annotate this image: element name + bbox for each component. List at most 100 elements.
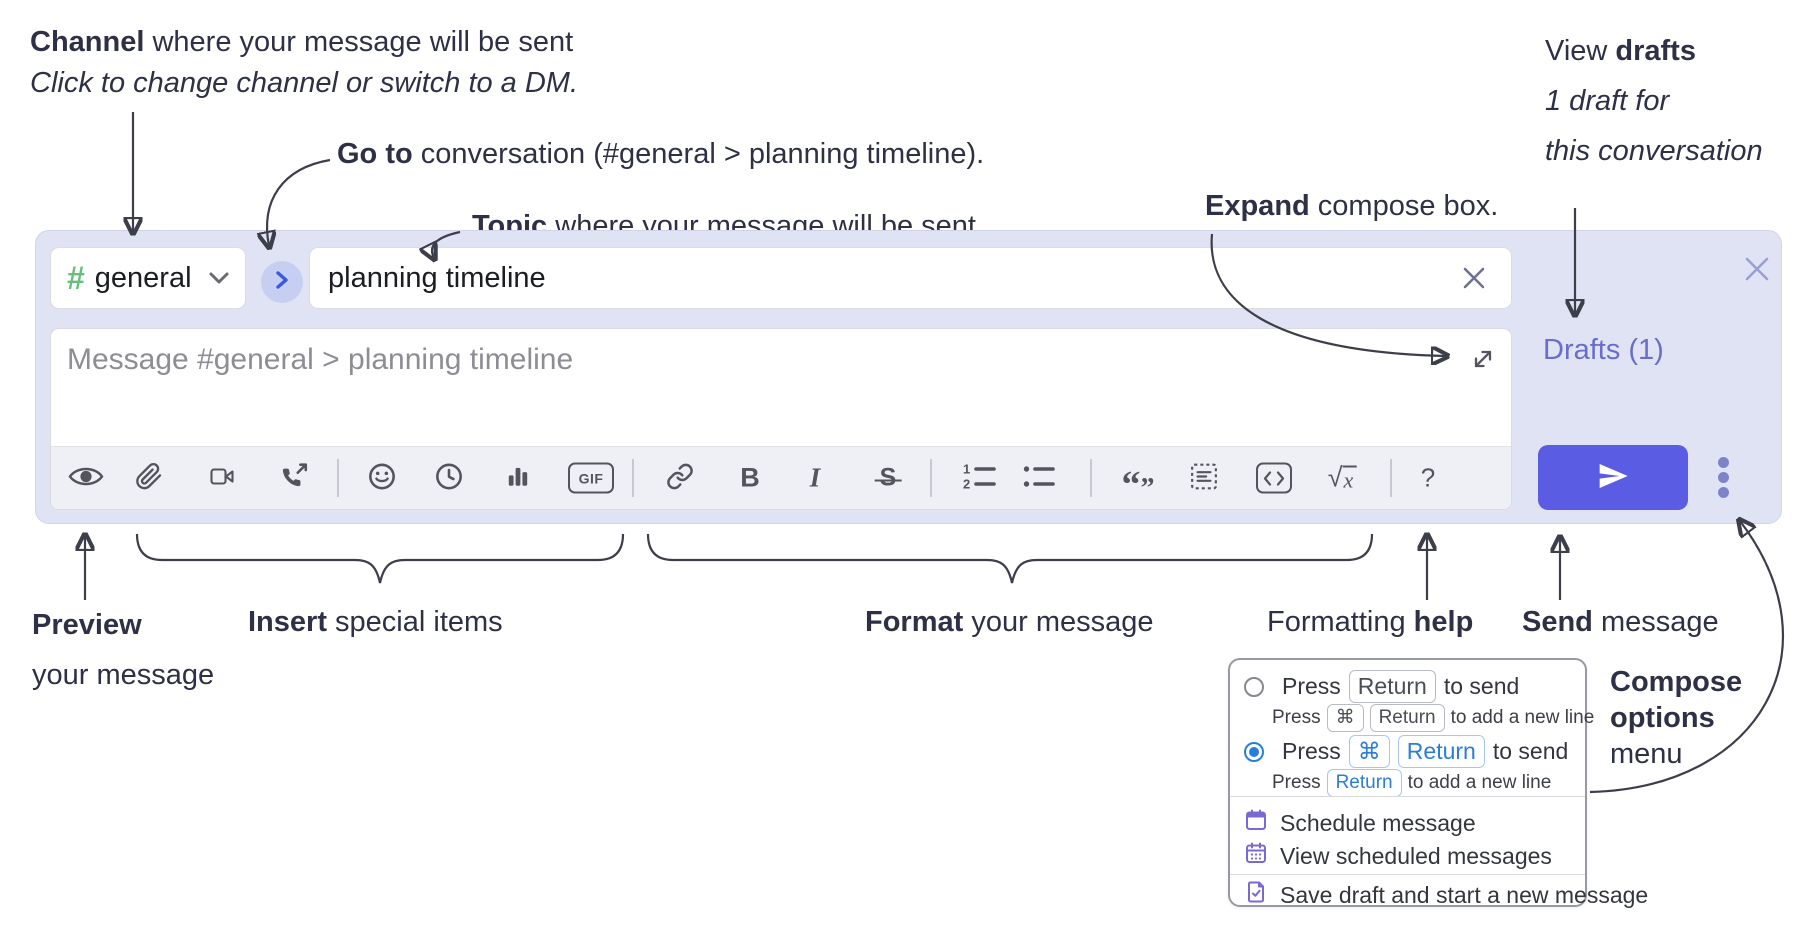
return-keycap: Return [1369,704,1445,732]
to-send-label: to send [1492,738,1569,765]
link-button[interactable] [666,463,694,494]
phone-call-icon [281,463,309,494]
preview-button[interactable] [67,463,105,494]
annotation-insert: Insert special items [248,602,503,643]
send-button[interactable] [1538,445,1688,510]
menu-item-view-scheduled[interactable]: View scheduled messages [1244,841,1575,871]
menu-item-save-draft[interactable]: Save draft and start a new message [1244,880,1648,910]
brace-insert [135,533,625,584]
radio-selected[interactable] [1244,741,1264,762]
chevron-down-icon [208,271,230,285]
bulleted-list-icon [1022,463,1056,494]
annotation-drafts-line3: this conversation [1545,135,1763,167]
annotation-expand-bold: Expand [1205,190,1310,222]
annotation-compose-line1: Compose [1610,666,1743,698]
annotation-send-bold: Send [1522,606,1593,638]
bold-button[interactable]: B [740,463,760,494]
draft-check-icon [1244,880,1268,910]
annotation-format-bold: Format [865,606,964,638]
to-send-label: to send [1443,673,1520,700]
inline-code-button[interactable] [1256,462,1292,494]
poll-button[interactable] [505,464,531,493]
recent-clock-button[interactable] [435,463,463,494]
blockquote-button[interactable]: “” [1121,457,1155,506]
paperclip-icon [135,462,163,494]
go-to-conversation-button[interactable] [261,261,303,303]
annotation-insert-rest: special items [326,606,503,638]
italic-button[interactable]: I [810,463,821,494]
annotation-format-rest: your message [963,606,1154,638]
bold-icon: B [740,462,760,493]
toolbar-divider [337,459,339,497]
annotation-compose-options: Compose options menu [1610,664,1742,772]
code-block-button[interactable] [1190,463,1218,494]
press-label: Press [1272,706,1321,728]
kebab-dots-icon [1717,456,1729,468]
annotation-channel-line2: Click to change channel or switch to a D… [30,67,579,99]
close-x-icon [1742,254,1772,287]
compose-options-menu: Press Return to send Press ⌘ Return to a… [1228,658,1648,910]
help-icon: ? [1420,462,1436,493]
close-compose-button[interactable] [1740,253,1774,287]
new-line-label: to add a new line [1450,706,1595,728]
calendar-icon [1244,808,1268,838]
message-input[interactable]: Message #general > planning timeline GIF… [50,328,1512,510]
option-return-to-send[interactable]: Press Return to send [1244,670,1575,704]
topic-input[interactable] [309,247,1512,309]
kebab-dots-icon [1717,471,1729,483]
clock-icon [435,463,463,494]
formula-x: x [1342,465,1357,494]
channel-name: general [94,261,192,294]
inline-code-icon [1256,462,1292,494]
video-clip-button[interactable] [207,465,237,492]
return-keycap: Return [1348,670,1436,704]
video-camera-icon [207,465,237,492]
annotation-compose-line2: options [1610,702,1715,734]
menu-divider [1230,796,1585,797]
brace-format [646,533,1374,584]
return-keycap: Return [1397,735,1485,769]
channel-selector-button[interactable]: # general [50,247,246,309]
annotation-help-bold: help [1413,606,1474,638]
annotation-channel-rest: where your message will be sent [144,26,574,58]
formatting-help-button[interactable]: ? [1421,463,1435,494]
formula-button[interactable]: √x [1328,463,1357,494]
menu-item-schedule-message[interactable]: Schedule message [1244,808,1575,838]
expand-icon [1470,346,1496,375]
compose-options-button[interactable] [1710,456,1736,498]
goto-chevron-icon [274,270,290,295]
press-label: Press [1282,738,1341,765]
annotation-expand-rest: compose box. [1309,190,1499,222]
emoji-button[interactable] [368,463,396,494]
audio-call-button[interactable] [281,463,309,494]
new-line-label: to add a new line [1407,771,1552,793]
option-return-subtext: Press ⌘ Return to add a new line [1272,704,1594,732]
blockquote-icon: “ [1121,464,1141,506]
blockquote-icon-close: ” [1140,473,1155,504]
attach-file-button[interactable] [135,462,163,494]
cmd-keycap: ⌘ [1326,704,1364,732]
annotation-preview: Preview your message [32,600,214,700]
annotation-view-drafts: View drafts 1 draft for this conversatio… [1545,26,1763,176]
annotation-drafts-line2: 1 draft for [1545,85,1670,117]
clear-topic-button[interactable] [1458,263,1490,295]
formula-icon: √ [1327,462,1343,493]
radio-unselected[interactable] [1244,676,1264,697]
option-cmd-return-to-send[interactable]: Press ⌘ Return to send [1244,735,1575,769]
send-plane-icon [1595,460,1631,495]
toolbar-divider [632,459,634,497]
expand-compose-button[interactable] [1469,346,1497,374]
drafts-link[interactable]: Drafts (1) [1543,334,1664,366]
annotation-preview-line2: your message [32,659,215,691]
annotation-compose-line3: menu [1610,738,1683,770]
svg-text:2: 2 [963,477,970,491]
menu-divider [1230,874,1585,875]
bulleted-list-button[interactable] [1022,463,1056,494]
annotation-channel-bold: Channel [30,26,145,58]
strikethrough-button[interactable]: S [874,464,901,493]
gif-button[interactable]: GIF [568,462,614,494]
hash-icon: # [67,259,85,296]
clear-x-icon [1461,265,1487,294]
